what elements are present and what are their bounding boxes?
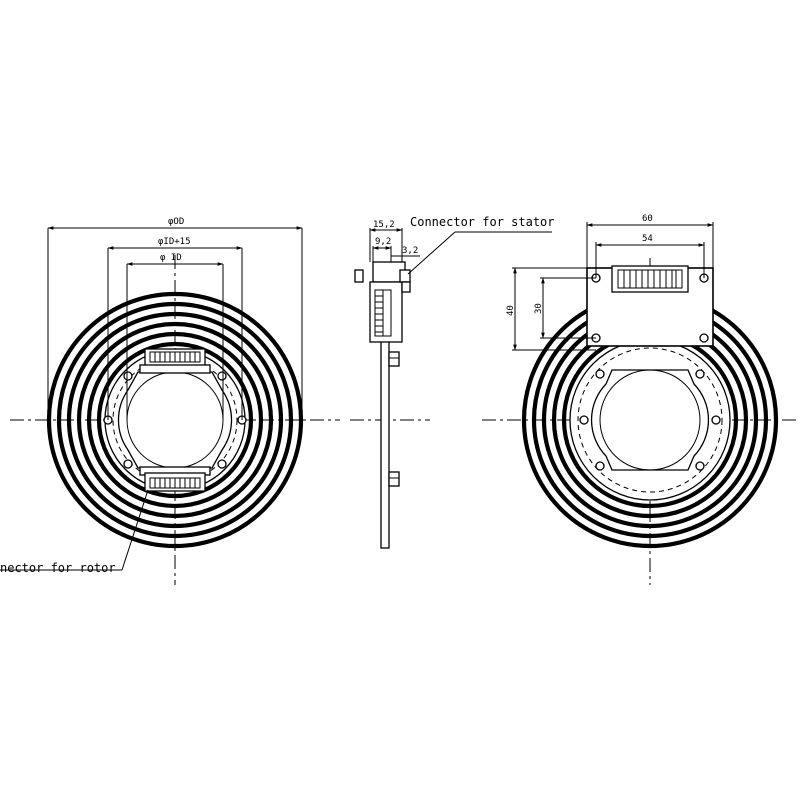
back-inner-disk xyxy=(569,339,731,501)
right-height-outer-dimension: 40 xyxy=(506,305,516,316)
side-view: 15,2 9,2 3,2 Connector for stator xyxy=(350,215,555,549)
back-bore xyxy=(590,369,710,471)
id-plus-dimension-label: φID+15 xyxy=(158,237,191,247)
front-bore xyxy=(117,371,233,469)
side-small-dimension: 3,2 xyxy=(402,246,418,256)
back-view: 60 54 40 30 xyxy=(482,214,800,585)
side-mid-dimension: 9,2 xyxy=(375,237,391,247)
right-height-inner-dimension: 30 xyxy=(534,303,544,314)
back-stator-connector xyxy=(611,265,689,293)
right-inner-dimension: 54 xyxy=(642,234,653,244)
od-dimension-label: φOD xyxy=(168,217,184,227)
stator-connector-leader xyxy=(407,231,456,275)
rotor-connector-leader xyxy=(121,489,149,571)
back-mounting-holes xyxy=(579,369,721,471)
front-dimensions xyxy=(47,226,303,420)
front-bottom-connector xyxy=(139,466,211,492)
stator-connector-label: Connector for stator xyxy=(410,215,555,229)
front-slip-rings xyxy=(46,291,304,549)
id-dimension-label: φ ID xyxy=(160,253,182,263)
side-disk-plate xyxy=(380,329,390,549)
rotor-connector-label: nector for rotor xyxy=(0,561,116,575)
front-view: φOD φID+15 φ ID nector for rotor xyxy=(0,217,340,585)
side-stator-connector xyxy=(399,269,411,283)
front-top-connector xyxy=(139,348,211,374)
back-bolt-circle xyxy=(577,347,723,493)
side-overall-dimension: 15,2 xyxy=(373,220,395,230)
back-dimensions xyxy=(512,222,714,351)
right-width-dimension: 60 xyxy=(642,214,653,224)
